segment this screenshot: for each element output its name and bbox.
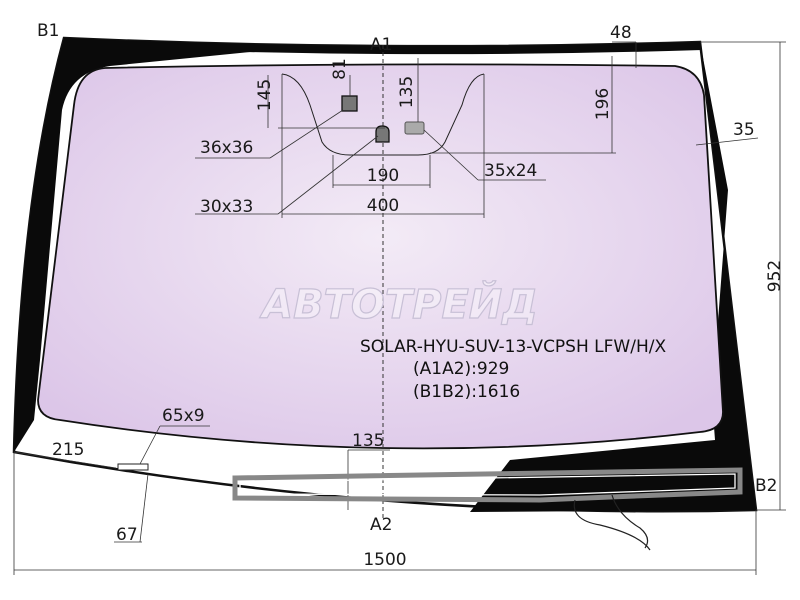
watermark: АВТОТРЕЙД — [259, 280, 538, 328]
dim-135-top: 135 — [397, 76, 417, 108]
dim-952: 952 — [765, 260, 785, 292]
label-a2: A2 — [370, 515, 392, 535]
part-b1b2: (B1B2):1616 — [413, 382, 520, 402]
dim-35: 35 — [733, 120, 755, 140]
glass-area — [37, 63, 724, 450]
label-b2: B2 — [755, 476, 777, 496]
sensor-square — [341, 95, 358, 112]
dim-48: 48 — [610, 23, 632, 43]
dim-196: 196 — [593, 88, 613, 120]
dim-1500: 1500 — [363, 550, 406, 570]
part-code: SOLAR-HYU-SUV-13-VCPSH LFW/H/X — [360, 337, 666, 357]
heater-lead — [573, 494, 651, 551]
dim-67: 67 — [116, 525, 138, 545]
dim-135-bottom: 135 — [352, 431, 384, 451]
mirror-zone — [281, 73, 485, 156]
dim-81: 81 — [330, 58, 350, 80]
heater-wire — [232, 467, 743, 503]
dim-145: 145 — [255, 79, 275, 111]
dim-65x9: 65x9 — [162, 406, 205, 426]
dim-36x36: 36x36 — [200, 138, 253, 158]
dim-30x33: 30x33 — [200, 197, 253, 217]
label-a1: A1 — [370, 35, 392, 55]
label-b1: B1 — [37, 21, 59, 41]
sensor-rain — [404, 121, 425, 135]
dim-400: 400 — [367, 196, 399, 216]
dim-215: 215 — [52, 440, 84, 460]
frit-band-right — [470, 42, 756, 512]
dim-190: 190 — [367, 166, 399, 186]
part-a1a2: (A1A2):929 — [413, 359, 509, 379]
sensor-camera — [375, 125, 390, 143]
dim-35x24: 35x24 — [484, 161, 537, 181]
